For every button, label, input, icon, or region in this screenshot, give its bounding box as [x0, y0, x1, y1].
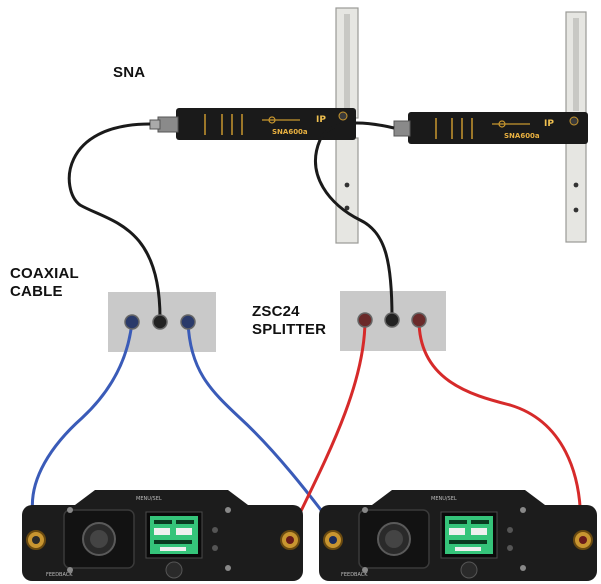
- receiver-1: MENU/SEL FEEDBACK: [22, 490, 303, 581]
- splitter-label-line-1: ZSC24: [252, 303, 300, 320]
- coaxial-cable-label: COAXIAL CABLE: [10, 265, 79, 301]
- coaxial-label-line-2: CABLE: [10, 283, 63, 300]
- sna-label: SNA: [113, 64, 146, 81]
- receiver-1-top-label: MENU/SEL: [136, 496, 162, 502]
- splitter-label-line-2: SPLITTER: [252, 321, 327, 338]
- receiver-2-top-label: MENU/SEL: [431, 496, 457, 502]
- red-cable-right: [417, 319, 583, 541]
- receiver-2-bottom-label: FEEDBACK: [341, 572, 368, 578]
- blue-cable-right: [186, 321, 342, 536]
- coaxial-label-line-1: COAXIAL: [10, 265, 79, 282]
- antenna-2-ip-text: IP: [544, 119, 554, 129]
- antenna-1-model-text: SNA600a: [272, 128, 308, 136]
- antenna-1-dipole: [335, 7, 359, 244]
- antenna-2-model-text: SNA600a: [504, 132, 540, 140]
- receiver-1-bottom-label: FEEDBACK: [46, 572, 73, 578]
- splitter-right-ports: [357, 312, 427, 328]
- antenna-2-body: IP SNA600a: [393, 112, 588, 144]
- splitter-label: ZSC24 SPLITTER: [252, 303, 326, 339]
- coax-cable-antenna-1: [67, 122, 162, 319]
- receiver-2: MENU/SEL FEEDBACK: [319, 490, 597, 581]
- splitter-left-ports: [124, 314, 196, 330]
- antenna-1-ip-text: IP: [316, 115, 326, 125]
- antenna-1-body: IP SNA600a: [149, 108, 356, 140]
- coax-cable-antenna-2: [314, 121, 395, 319]
